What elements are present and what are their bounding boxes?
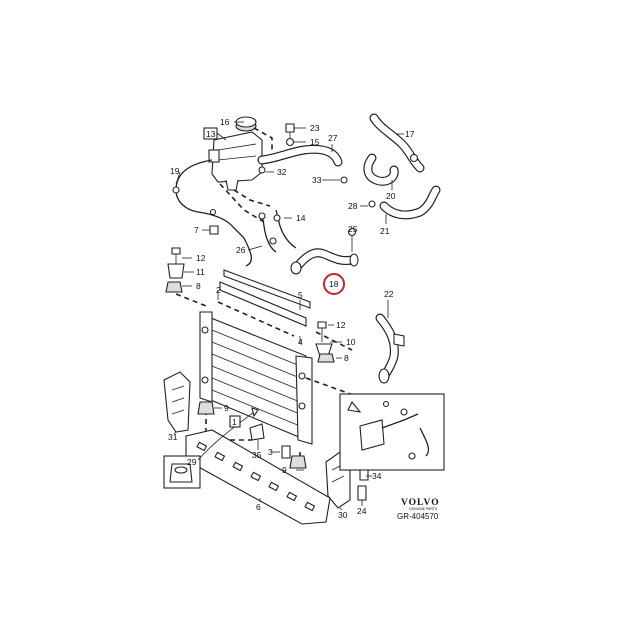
brand-tagline: GENUINE PARTS	[409, 507, 438, 511]
callout-9-right[interactable]: 9	[282, 465, 287, 475]
brand-name: VOLVO	[401, 498, 440, 508]
callout-8-left[interactable]: 8	[196, 281, 201, 291]
hose-21[interactable]	[379, 185, 441, 220]
callout-11[interactable]: 11	[196, 267, 205, 277]
callout-27[interactable]: 27	[328, 133, 338, 143]
bolt-34[interactable]	[359, 469, 369, 481]
radiator-dashes-a	[175, 293, 207, 307]
clamp-15[interactable]	[285, 137, 295, 147]
callout-10[interactable]: 10	[346, 337, 356, 347]
callout-12-left[interactable]: 12	[196, 253, 206, 263]
clamp-28[interactable]	[368, 200, 376, 208]
callout-8-right[interactable]: 8	[344, 353, 349, 363]
callout-14[interactable]: 14	[296, 213, 306, 223]
callout-26[interactable]: 26	[236, 245, 246, 255]
callout-35[interactable]: 35	[252, 450, 262, 460]
callout-5[interactable]: 5	[298, 290, 303, 300]
callout-23[interactable]: 23	[310, 123, 320, 133]
air-guide-31[interactable]	[163, 371, 191, 433]
hose-27[interactable]	[257, 144, 343, 167]
grommet-9-right[interactable]	[289, 455, 307, 469]
clamp-33[interactable]	[340, 176, 348, 184]
clip-7[interactable]	[209, 225, 219, 235]
detail-inset-pointer	[347, 400, 362, 413]
hose-20[interactable]	[363, 153, 399, 186]
bolt-12-left[interactable]	[171, 247, 181, 264]
callout-12-right[interactable]: 12	[336, 320, 346, 330]
callout-25[interactable]: 25	[348, 224, 358, 234]
callout-4[interactable]: 4	[298, 337, 303, 347]
detail-inset-29	[163, 455, 201, 489]
callout-labels: 16 13 23 15 27 32 33 17 20 28 21 19 7 14…	[168, 117, 415, 520]
highlight-ring-18	[323, 273, 345, 295]
seal-strip-5[interactable]	[219, 281, 307, 327]
radiator-dashes-b	[217, 301, 295, 337]
expansion-tank[interactable]	[208, 131, 263, 191]
bolt-12-right[interactable]	[317, 321, 327, 342]
leader-lines	[173, 121, 404, 511]
hose-22[interactable]	[375, 313, 405, 384]
callout-34[interactable]: 34	[372, 471, 382, 481]
callout-24[interactable]: 24	[357, 506, 367, 516]
callout-20[interactable]: 20	[386, 191, 396, 201]
radiator-dashes-c	[315, 331, 353, 351]
clamp-32[interactable]	[258, 166, 266, 174]
radiator-dashes-f	[305, 377, 357, 397]
callout-21[interactable]: 21	[380, 226, 390, 236]
callout-22[interactable]: 22	[384, 289, 394, 299]
callout-31[interactable]: 31	[168, 432, 178, 442]
callout-9-left[interactable]: 9	[224, 403, 229, 413]
callout-2[interactable]: 2	[216, 285, 221, 295]
vent-pipe-14[interactable]	[273, 209, 297, 249]
callout-box-1	[229, 415, 241, 428]
seal-strip-2[interactable]	[223, 269, 311, 309]
screw-3[interactable]	[281, 445, 291, 459]
tank-mount-dashes-3	[233, 189, 271, 207]
expansion-tank-cap[interactable]	[235, 116, 257, 132]
grommet-8-right[interactable]	[317, 353, 335, 363]
tank-mount-dashes-2	[219, 183, 265, 223]
reference-code: GR-404570	[397, 512, 439, 521]
mount-11[interactable]	[167, 263, 185, 279]
callout-18[interactable]: 18	[329, 279, 339, 289]
inset-29-arrow	[197, 411, 255, 461]
callout-33[interactable]: 33	[312, 175, 322, 185]
grommet-8-left[interactable]	[165, 281, 183, 293]
callout-15[interactable]: 15	[310, 137, 320, 147]
callout-6[interactable]: 6	[256, 502, 261, 512]
tank-mount-dashes-1	[253, 127, 273, 152]
callout-1[interactable]: 1	[232, 417, 237, 427]
bolt-23[interactable]	[285, 123, 295, 138]
detail-inset	[339, 393, 445, 471]
callout-32[interactable]: 32	[277, 167, 287, 177]
callout-17[interactable]: 17	[405, 129, 415, 139]
callout-30[interactable]: 30	[338, 510, 348, 520]
callout-13[interactable]: 13	[206, 129, 216, 139]
clamp-25[interactable]	[347, 227, 357, 253]
callout-19[interactable]: 19	[170, 166, 180, 176]
callout-3[interactable]: 3	[268, 447, 273, 457]
grommet-9-left[interactable]	[197, 401, 215, 415]
clamp-hose-17[interactable]	[409, 153, 419, 163]
overflow-hose-26[interactable]	[258, 212, 277, 253]
radiator[interactable]	[199, 311, 313, 445]
callout-16[interactable]: 16	[220, 117, 230, 127]
inset-29-arrowhead	[251, 407, 259, 418]
callout-7[interactable]: 7	[194, 225, 199, 235]
level-sensor-wire[interactable]	[172, 159, 252, 267]
bolt-24[interactable]	[357, 485, 367, 501]
callout-29[interactable]: 29	[187, 457, 197, 467]
callout-28[interactable]: 28	[348, 201, 358, 211]
clip-35[interactable]	[249, 423, 265, 441]
radiator-hose-18[interactable]	[290, 248, 359, 275]
